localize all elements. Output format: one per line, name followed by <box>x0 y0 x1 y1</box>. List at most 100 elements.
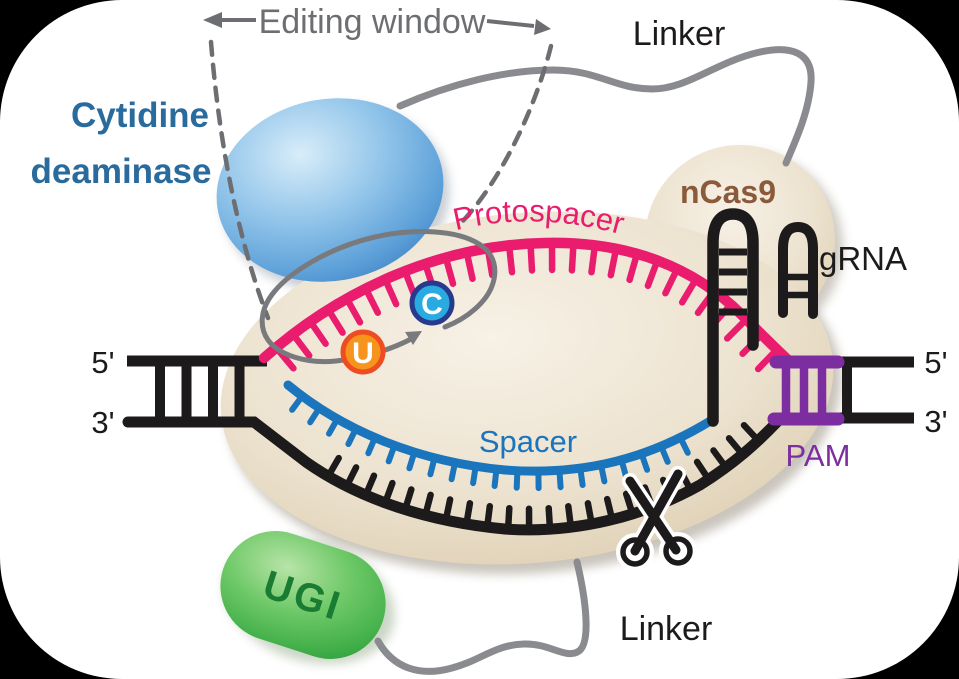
base-pair-tick <box>442 496 454 524</box>
base-pair-tick <box>427 454 438 478</box>
base-pair-tick <box>324 454 342 480</box>
cytosine-circle <box>409 280 455 326</box>
three-prime-left-label: 3' <box>91 405 114 440</box>
arrow-right-icon <box>534 19 551 35</box>
base-pair-tick <box>565 503 575 531</box>
base-pair-tick <box>603 495 616 523</box>
base-pair-tick <box>365 434 378 457</box>
base-pair-tick <box>362 472 378 499</box>
base-pair-tick <box>710 447 730 471</box>
cytosine-letter: C <box>421 288 443 321</box>
linker-bottom-label: Linker <box>620 610 713 648</box>
base-pair-tick <box>289 393 306 413</box>
base-pair-tick <box>345 425 359 447</box>
base-pair-tick <box>505 242 516 276</box>
base-pair-tick <box>463 249 476 283</box>
base-pair-tick <box>381 479 396 507</box>
base-pair-tick <box>343 295 364 326</box>
base-pair-tick <box>607 245 620 279</box>
arrow-left-icon <box>203 12 222 28</box>
base-pair-tick <box>584 500 595 528</box>
base-pair-tick <box>644 257 661 290</box>
base-pair-tick <box>422 491 434 519</box>
editing-window-loop <box>259 229 498 365</box>
base-pair-tick <box>343 464 360 490</box>
ugi-protein: UGI <box>220 531 386 659</box>
base-pair-tick <box>406 449 418 472</box>
grna-label: gRNA <box>819 240 907 277</box>
base-pair-tick <box>626 250 641 284</box>
base-pair-tick <box>442 254 457 287</box>
grna-scaffold <box>707 208 818 427</box>
base-pair-tick <box>307 405 323 426</box>
base-pair-tick <box>527 240 536 274</box>
base-pair-tick <box>470 463 479 487</box>
base-pair-tick <box>556 467 564 491</box>
grna-hairpin-2 <box>778 221 818 319</box>
base-pair-tick <box>658 443 671 465</box>
base-pair-tick <box>577 465 586 488</box>
pam-site <box>767 355 845 426</box>
scissor-handle <box>663 536 693 566</box>
base-pair-tick <box>307 318 329 347</box>
base-pair-tick <box>513 467 521 491</box>
spacer-strand <box>283 380 717 476</box>
three-prime-right-label: 3' <box>924 404 947 439</box>
uracil-base: U <box>340 329 386 375</box>
cytidine-deaminase-label-line1: Cytidine <box>71 96 209 135</box>
spacer-ticks <box>289 393 691 492</box>
base-pair-tick <box>588 242 599 276</box>
base-pair-tick <box>545 504 554 533</box>
protospacer-ticks <box>272 239 781 373</box>
editing-window-arrow-right <box>486 19 535 28</box>
ncas9-label: nCas9 <box>680 174 776 210</box>
base-pair-tick <box>568 240 577 274</box>
base-pair-tick <box>598 461 608 485</box>
base-pair-tick <box>723 316 750 342</box>
base-pair-tick <box>677 434 691 456</box>
grna-hairpin-1 <box>707 208 759 427</box>
linker-top-curve <box>396 46 815 167</box>
linker-bottom-curve <box>374 558 590 675</box>
editing-window-label: Editing window <box>259 3 486 41</box>
base-pair-tick <box>385 442 398 465</box>
base-pair-tick <box>362 285 382 316</box>
ugi-pill <box>220 531 386 659</box>
base-pair-tick <box>326 415 341 437</box>
uracil-circle <box>340 329 386 375</box>
base-pair-tick <box>463 500 474 528</box>
five-prime-left-label: 5' <box>91 345 114 380</box>
base-pair-tick <box>754 346 781 373</box>
dna-rna-complex <box>122 208 914 536</box>
base-pair-tick <box>678 275 700 306</box>
base-pair-tick <box>483 502 494 531</box>
base-pair-tick <box>289 330 313 359</box>
scissors-icon <box>616 466 697 571</box>
cytosine-base: C <box>409 280 455 326</box>
base-pair-tick <box>504 504 513 533</box>
pam-label: PAM <box>786 438 851 473</box>
deamination-arrowhead-icon <box>405 331 422 345</box>
base-pair-tick <box>622 490 636 518</box>
cytidine-deaminase-label-line2: deaminase <box>31 152 212 191</box>
scissor-handle <box>620 537 650 567</box>
base-pair-tick <box>491 466 500 489</box>
linker-top-label: Linker <box>633 15 726 53</box>
base-pair-tick <box>725 435 746 458</box>
uracil-letter: U <box>352 337 374 370</box>
bottom-strand-ticks <box>324 421 762 534</box>
base-pair-tick <box>740 421 762 444</box>
base-pair-tick <box>448 459 458 483</box>
editing-window-dashed-right <box>458 43 554 226</box>
scissor-blade <box>630 469 683 556</box>
base-pair-tick <box>662 265 681 297</box>
base-pair-tick <box>325 306 346 336</box>
base-pair-tick <box>618 456 629 480</box>
base-pair-tick <box>638 450 651 473</box>
editing-window-dashed-left <box>208 39 271 321</box>
base-pair-tick <box>401 486 415 513</box>
spacer-label: Spacer <box>479 424 577 459</box>
base-pair-tick <box>381 276 400 308</box>
